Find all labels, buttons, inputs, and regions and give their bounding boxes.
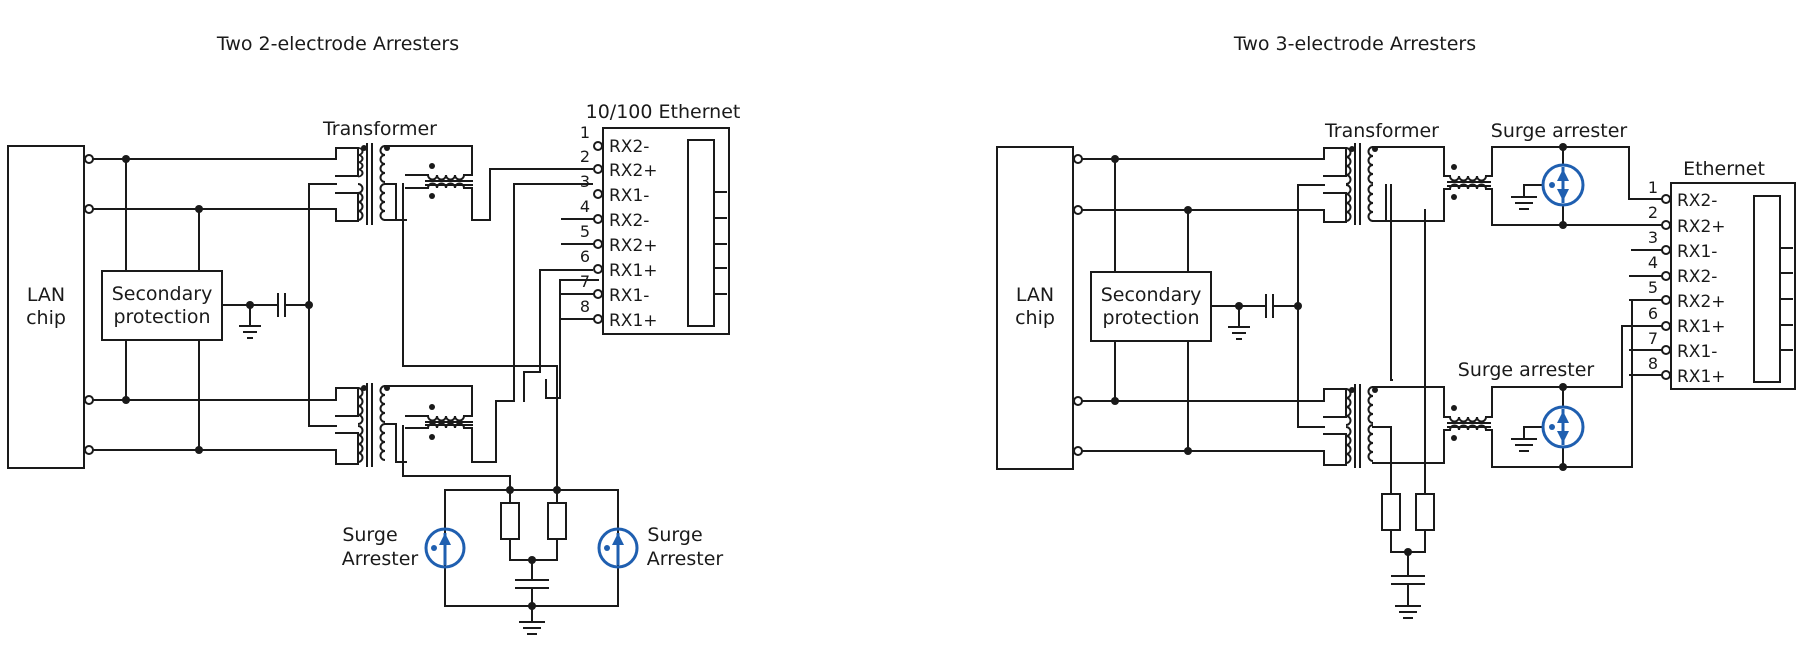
- left-pin-list: 1 2 3 4 5 6 7 8 RX2- RX2+ RX1- RX2- RX2+…: [580, 123, 658, 331]
- arrester-4-electrode: [1549, 424, 1555, 430]
- right-pin-name: RX1-: [1677, 242, 1717, 262]
- right-pin-num: 8: [1648, 354, 1658, 373]
- left-pin-name: RX2-: [609, 137, 649, 157]
- right-pin-name: RX2-: [1677, 267, 1717, 287]
- arrester-1-body: [424, 527, 466, 569]
- arrester-2-electrode: [604, 545, 610, 551]
- right-pin-name: RX2-: [1677, 191, 1717, 211]
- right-secondary-label-2: protection: [1102, 307, 1199, 329]
- right-pin-num: 2: [1648, 203, 1658, 222]
- left-surge-network: Surge Arrester Surge Arrester: [342, 486, 724, 635]
- left-lan-chip: [7, 145, 85, 469]
- right-pin-num: 7: [1648, 329, 1658, 348]
- left-pin-name: RX2-: [609, 211, 649, 231]
- left-pin-num: 7: [580, 272, 590, 291]
- right-center-taps: [1372, 184, 1435, 619]
- left-surge-label-2a: Surge: [647, 524, 702, 546]
- left-pin-name: RX2+: [609, 161, 658, 181]
- right-pin-name: RX1-: [1677, 342, 1717, 362]
- right-chip-lines: [1073, 147, 1347, 466]
- right-pin-name: RX2+: [1677, 217, 1726, 237]
- left-connector-label: 10/100 Ethernet: [586, 101, 741, 123]
- right-surge-arrester-top: Surge arrester: [1491, 120, 1628, 229]
- right-transformer-top: Transformer: [1324, 120, 1667, 226]
- right-pin-name: RX1+: [1677, 317, 1726, 337]
- right-lan-chip-label-2: chip: [1015, 307, 1055, 329]
- arrester-4-body: [1541, 405, 1585, 449]
- right-pin-name: RX1+: [1677, 367, 1726, 387]
- left-surge-label-1a: Surge: [342, 524, 397, 546]
- left-pin-num: 4: [580, 197, 590, 216]
- right-connector: Ethernet 1 2 3 4 5 6 7 8 RX2- RX2+ RX1-: [1629, 158, 1796, 390]
- left-surge-arrester-1: Surge Arrester: [342, 524, 466, 570]
- right-transformer-label: Transformer: [1324, 120, 1439, 142]
- right-pin-num: 1: [1648, 178, 1658, 197]
- right-pin-num: 4: [1648, 253, 1658, 272]
- left-transformer-top: Transformer: [322, 118, 593, 225]
- left-pin-num: 8: [580, 297, 590, 316]
- left-pin-num: 6: [580, 247, 590, 266]
- left-lan-chip-label-2: chip: [26, 307, 66, 329]
- left-pin-name: RX1+: [609, 261, 658, 281]
- left-surge-label-1b: Arrester: [342, 548, 419, 570]
- right-surge-bottom-label: Surge arrester: [1458, 359, 1595, 381]
- left-diagram: Two 2-electrode Arresters LAN chip Secon…: [7, 33, 741, 635]
- left-pin-name: RX1-: [609, 286, 649, 306]
- left-title: Two 2-electrode Arresters: [216, 33, 459, 55]
- left-secondary-label-2: protection: [113, 306, 210, 328]
- right-transformer-bottom: [1345, 299, 1665, 468]
- right-secondary-label-1: Secondary: [1101, 284, 1202, 306]
- arrester-3-electrode: [1549, 182, 1555, 188]
- right-pin-num: 6: [1648, 304, 1658, 323]
- right-surge-top-label: Surge arrester: [1491, 120, 1628, 142]
- left-secondary-label-1: Secondary: [112, 283, 213, 305]
- right-pin-list: 1 2 3 4 5 6 7 8 RX2- RX2+ RX1- RX2- RX2+…: [1648, 178, 1726, 387]
- left-surge-label-2b: Arrester: [647, 548, 724, 570]
- right-title: Two 3-electrode Arresters: [1233, 33, 1476, 55]
- right-secondary-protection: Secondary protection: [1090, 155, 1325, 455]
- left-pin-name: RX2+: [609, 236, 658, 256]
- left-secondary-protection: Secondary protection: [101, 155, 337, 454]
- right-pin-num: 3: [1648, 228, 1658, 247]
- right-surge-arrester-bottom: Surge arrester: [1458, 359, 1595, 471]
- right-diagram: Two 3-electrode Arresters LAN chip Secon…: [996, 33, 1796, 619]
- left-pin-name: RX1+: [609, 311, 658, 331]
- left-pin-num: 1: [580, 123, 590, 142]
- left-center-taps: [402, 183, 599, 491]
- right-lan-chip: [996, 146, 1074, 470]
- left-pin-num: 5: [580, 222, 590, 241]
- right-lan-chip-label-1: LAN: [1016, 284, 1054, 306]
- left-pin-num: 3: [580, 172, 590, 191]
- right-pin-name: RX2+: [1677, 292, 1726, 312]
- left-transformer-bottom: [357, 183, 593, 467]
- left-lan-chip-label-1: LAN: [27, 284, 65, 306]
- right-pin-num: 5: [1648, 278, 1658, 297]
- left-transformer-label: Transformer: [322, 118, 437, 140]
- left-connector: 10/100 Ethernet 1 2 3 4 5 6 7 8 RX2- RX2…: [561, 101, 741, 335]
- right-connector-label: Ethernet: [1683, 158, 1765, 180]
- left-pin-num: 2: [580, 147, 590, 166]
- arrester-1-electrode: [431, 545, 437, 551]
- arrester-2-body: [597, 527, 639, 569]
- left-surge-arrester-2: Surge Arrester: [597, 524, 724, 570]
- arrester-3-body: [1541, 163, 1585, 207]
- left-pin-name: RX1-: [609, 186, 649, 206]
- left-chip-lines: [84, 147, 359, 465]
